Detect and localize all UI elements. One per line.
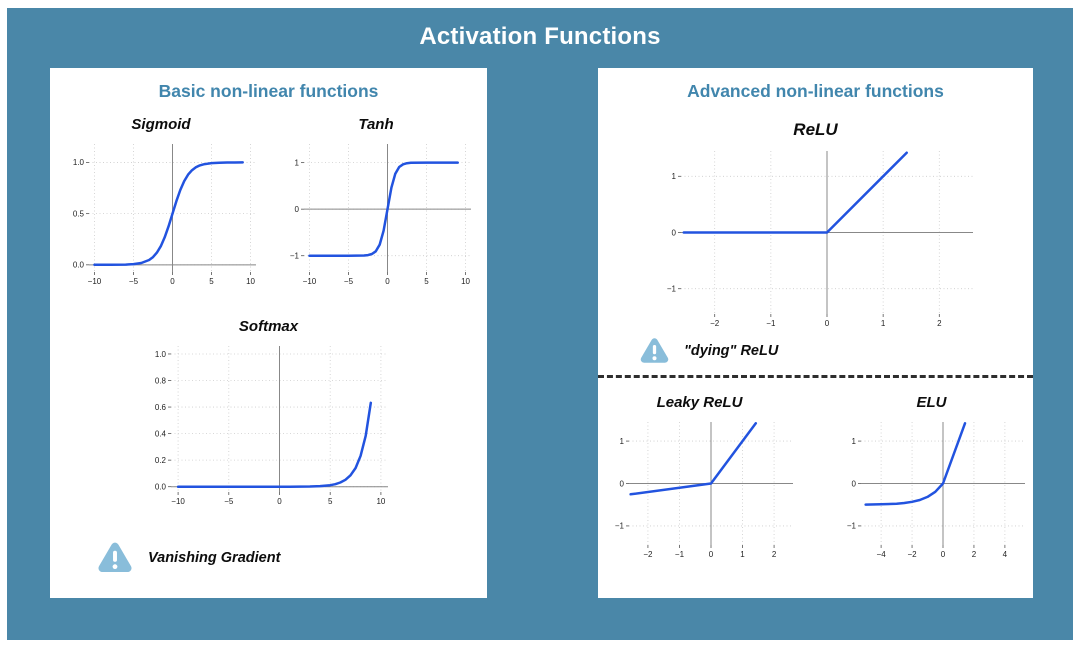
svg-text:−1: −1 <box>666 285 676 294</box>
sigmoid-chart-block: Sigmoid −10 −5 0 5 10 0.0 0.5 1.0 <box>59 116 264 288</box>
basic-panel-title: Basic non-linear functions <box>158 81 379 101</box>
advanced-functions-panel: Advanced non-linear functions ReLU −2 −1 0… <box>598 68 1033 598</box>
svg-text:−1: −1 <box>674 550 684 559</box>
svg-text:0.6: 0.6 <box>155 403 167 412</box>
svg-text:1: 1 <box>294 158 299 167</box>
svg-text:−10: −10 <box>302 277 316 286</box>
svg-text:0.0: 0.0 <box>72 261 84 270</box>
svg-text:0: 0 <box>170 277 175 286</box>
elu-plot: −4 −2 0 2 4 −1 0 1 <box>846 422 1025 559</box>
svg-text:2: 2 <box>937 319 942 328</box>
warning-triangle-icon <box>98 542 132 573</box>
svg-text:0.0: 0.0 <box>155 482 167 491</box>
svg-text:0: 0 <box>708 550 713 559</box>
svg-text:0: 0 <box>619 479 624 488</box>
svg-text:0: 0 <box>940 550 945 559</box>
tanh-chart-title: Tanh <box>358 116 394 133</box>
svg-text:0.8: 0.8 <box>155 376 167 385</box>
dashed-divider <box>598 375 1033 378</box>
svg-text:5: 5 <box>209 277 214 286</box>
svg-text:−10: −10 <box>171 497 185 506</box>
warning-triangle-icon <box>640 338 669 363</box>
svg-text:0: 0 <box>277 497 282 506</box>
svg-text:−10: −10 <box>87 277 101 286</box>
svg-text:4: 4 <box>1002 550 1007 559</box>
svg-text:2: 2 <box>771 550 776 559</box>
leaky-relu-chart-block: Leaky ReLU −2 −1 0 1 2 −1 0 1 <box>599 394 801 561</box>
sigmoid-chart: −10 −5 0 5 10 0.0 0.5 1.0 <box>59 138 264 288</box>
advanced-charts-row: Leaky ReLU −2 −1 0 1 2 −1 0 1 ELU −4 −2 0 2 4 −1 0 1 <box>599 394 1033 561</box>
sigmoid-plot: −10 −5 0 5 10 0.0 0.5 1.0 <box>72 144 256 286</box>
svg-text:−5: −5 <box>224 497 234 506</box>
svg-text:0: 0 <box>671 228 676 237</box>
svg-text:1: 1 <box>740 550 745 559</box>
svg-text:−2: −2 <box>907 550 917 559</box>
vanishing-gradient-warning: Vanishing Gradient <box>95 540 280 576</box>
softmax-chart-block: Softmax −10 −5 0 5 10 0.0 0.2 0.4 0.6 0.8 1.0 <box>141 318 396 508</box>
softmax-chart-title: Softmax <box>238 318 299 335</box>
svg-text:−1: −1 <box>846 522 856 531</box>
elu-chart-title: ELU <box>916 394 947 411</box>
leaky-relu-chart-title: Leaky ReLU <box>656 394 743 411</box>
elu-chart: −4 −2 0 2 4 −1 0 1 <box>831 416 1033 561</box>
svg-text:−2: −2 <box>643 550 653 559</box>
svg-text:−5: −5 <box>343 277 353 286</box>
relu-chart-title: ReLU <box>793 120 838 139</box>
svg-text:2: 2 <box>971 550 976 559</box>
basic-functions-panel: Basic non-linear functions Sigmoid −10−5… <box>50 68 487 598</box>
diagram-background: Activation Functions Basic non-linear fu… <box>7 8 1073 640</box>
svg-text:1: 1 <box>619 437 624 446</box>
leaky_relu-plot: −2 −1 0 1 2 −1 0 1 <box>614 422 793 559</box>
svg-text:−5: −5 <box>128 277 138 286</box>
svg-text:0: 0 <box>824 319 829 328</box>
svg-text:0: 0 <box>851 479 856 488</box>
svg-text:0.2: 0.2 <box>155 456 167 465</box>
svg-text:−4: −4 <box>876 550 886 559</box>
svg-text:−1: −1 <box>289 252 299 261</box>
dying-relu-label: "dying" ReLU <box>684 343 779 359</box>
page-title: Activation Functions <box>419 23 661 50</box>
relu-chart: −2 −1 0 1 2 −1 0 1 <box>651 145 981 330</box>
svg-text:0.5: 0.5 <box>72 209 84 218</box>
leaky-relu-chart: −2 −1 0 1 2 −1 0 1 <box>599 416 801 561</box>
svg-text:−1: −1 <box>614 522 624 531</box>
svg-text:−1: −1 <box>766 319 776 328</box>
svg-text:−2: −2 <box>710 319 720 328</box>
svg-text:10: 10 <box>461 277 470 286</box>
svg-text:5: 5 <box>328 497 333 506</box>
svg-text:0: 0 <box>385 277 390 286</box>
svg-text:1: 1 <box>671 172 676 181</box>
dying-relu-warning: "dying" ReLU <box>638 336 778 366</box>
svg-text:1.0: 1.0 <box>155 350 167 359</box>
svg-text:0: 0 <box>294 205 299 214</box>
softmax-chart: −10 −5 0 5 10 0.0 0.2 0.4 0.6 0.8 1.0 <box>141 340 396 508</box>
svg-text:10: 10 <box>376 497 385 506</box>
sigmoid-chart-title: Sigmoid <box>131 116 191 133</box>
svg-text:1: 1 <box>880 319 885 328</box>
svg-text:0.4: 0.4 <box>155 429 167 438</box>
elu-chart-block: ELU −4 −2 0 2 4 −1 0 1 <box>831 394 1033 561</box>
relu-chart-block: ReLU −2 −1 0 1 2 −1 0 1 <box>651 120 981 330</box>
svg-text:1: 1 <box>851 437 856 446</box>
svg-text:5: 5 <box>424 277 429 286</box>
svg-text:1.0: 1.0 <box>72 158 84 167</box>
relu-plot: −2 −1 0 1 2 −1 0 1 <box>666 151 973 328</box>
softmax-plot: −10 −5 0 5 10 0.0 0.2 0.4 0.6 0.8 1.0 <box>155 346 388 506</box>
svg-text:10: 10 <box>246 277 255 286</box>
vanishing-gradient-label: Vanishing Gradient <box>148 550 281 566</box>
advanced-panel-title: Advanced non-linear functions <box>687 81 944 101</box>
